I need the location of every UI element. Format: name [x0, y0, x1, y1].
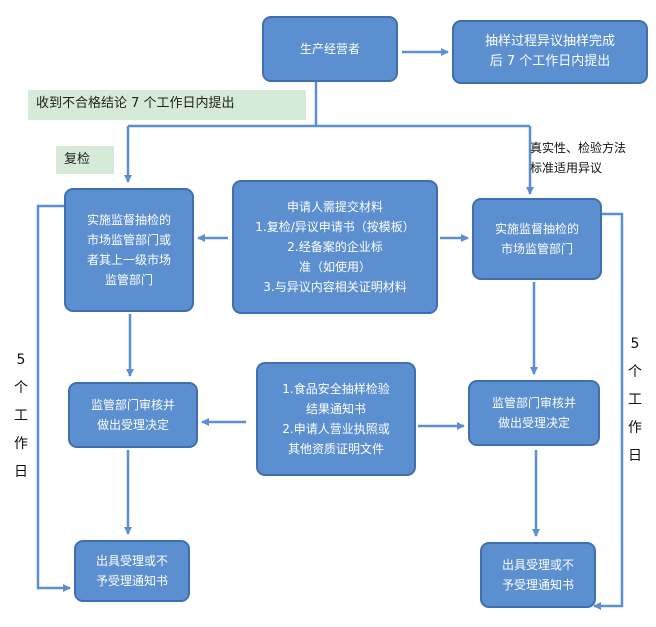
right-five-days-char-5: 日 [628, 448, 642, 464]
arrow-right-five-days [593, 212, 624, 610]
materials-line-2: 1.复检/异议申请书（按模板） [255, 220, 415, 234]
notices-docs-box: 1.食品安全抽样检验 结果通知书 2.申请人营业执照或 其他资质证明文件 [256, 362, 416, 476]
recheck-note: 复检 [56, 146, 114, 174]
left-five-days-char-3: 工 [14, 408, 28, 424]
right-five-days-char-1: 5 [630, 336, 640, 352]
left-review-line-1: 监管部门审核并 [90, 398, 175, 412]
sampling-objection-line-2: 后 7 个工作日内提出 [489, 54, 611, 69]
producer-box: 生产经营者 [262, 16, 398, 82]
right-market-dept-line-2: 市场监管部门 [500, 242, 573, 256]
notices-docs-line-4: 其他资质证明文件 [287, 442, 384, 456]
receive-unqualified-text: 收到不合格结论 7 个工作日内提出 [36, 96, 235, 111]
right-market-dept-line-1: 实施监督抽检的 [494, 222, 579, 236]
right-notice-box: 出具受理或不 予受理通知书 [480, 542, 596, 608]
materials-line-4: 准（如使用） [298, 260, 371, 274]
recheck-text: 复检 [64, 152, 91, 167]
sampling-objection-line-1: 抽样过程异议抽样完成 [484, 34, 615, 49]
notices-docs-line-1: 1.食品安全抽样检验 [282, 382, 390, 396]
authenticity-line-2: 标准适用异议 [530, 161, 603, 175]
right-five-days-label: 5 个 工 作 日 [626, 330, 644, 470]
arrow-left-five-days [36, 204, 71, 592]
notices-docs-line-3: 2.申请人营业执照或 [282, 422, 390, 436]
right-review-box: 监管部门审核并 做出受理决定 [468, 380, 600, 446]
left-notice-line-2: 予受理通知书 [95, 574, 168, 588]
right-market-dept-box: 实施监督抽检的 市场监管部门 [472, 198, 602, 280]
right-notice-line-1: 出具受理或不 [501, 558, 574, 572]
left-market-dept-line-1: 实施监督抽检的 [86, 213, 171, 227]
materials-line-1: 申请人需提交材料 [286, 200, 383, 214]
right-five-days-char-2: 个 [628, 364, 642, 380]
materials-box: 申请人需提交材料 1.复检/异议申请书（按模板） 2.经备案的企业标 准（如使用… [232, 180, 438, 314]
left-market-dept-line-3: 者其上一级市场 [86, 253, 171, 267]
authenticity-label: 真实性、检验方法 标准适用异议 [530, 138, 626, 178]
receive-unqualified-note: 收到不合格结论 7 个工作日内提出 [28, 90, 306, 120]
notices-docs-line-2: 结果通知书 [305, 402, 366, 416]
left-review-box: 监管部门审核并 做出受理决定 [68, 382, 198, 448]
right-five-days-char-3: 工 [628, 392, 642, 408]
right-five-days-char-4: 作 [628, 420, 642, 436]
materials-line-5: 3.与异议内容相关证明材料 [263, 280, 407, 294]
left-five-days-char-4: 作 [14, 436, 28, 452]
left-market-dept-line-2: 市场监管部门或 [86, 233, 171, 247]
left-review-line-2: 做出受理决定 [96, 418, 169, 432]
left-five-days-char-1: 5 [16, 352, 26, 368]
producer-label: 生产经营者 [299, 42, 360, 56]
left-five-days-char-5: 日 [14, 464, 28, 480]
authenticity-line-1: 真实性、检验方法 [530, 141, 627, 155]
materials-line-3: 2.经备案的企业标 [287, 240, 383, 254]
right-notice-line-2: 予受理通知书 [501, 578, 574, 592]
right-review-line-1: 监管部门审核并 [491, 396, 576, 410]
left-market-dept-line-4: 监管部门 [104, 273, 153, 287]
right-review-line-2: 做出受理决定 [497, 416, 570, 430]
left-notice-line-1: 出具受理或不 [95, 554, 168, 568]
left-market-dept-box: 实施监督抽检的 市场监管部门或 者其上一级市场 监管部门 [64, 188, 194, 312]
sampling-objection-box: 抽样过程异议抽样完成 后 7 个工作日内提出 [452, 20, 648, 84]
left-five-days-char-2: 个 [14, 380, 28, 396]
left-notice-box: 出具受理或不 予受理通知书 [74, 540, 190, 602]
left-five-days-label: 5 个 工 作 日 [12, 346, 30, 486]
